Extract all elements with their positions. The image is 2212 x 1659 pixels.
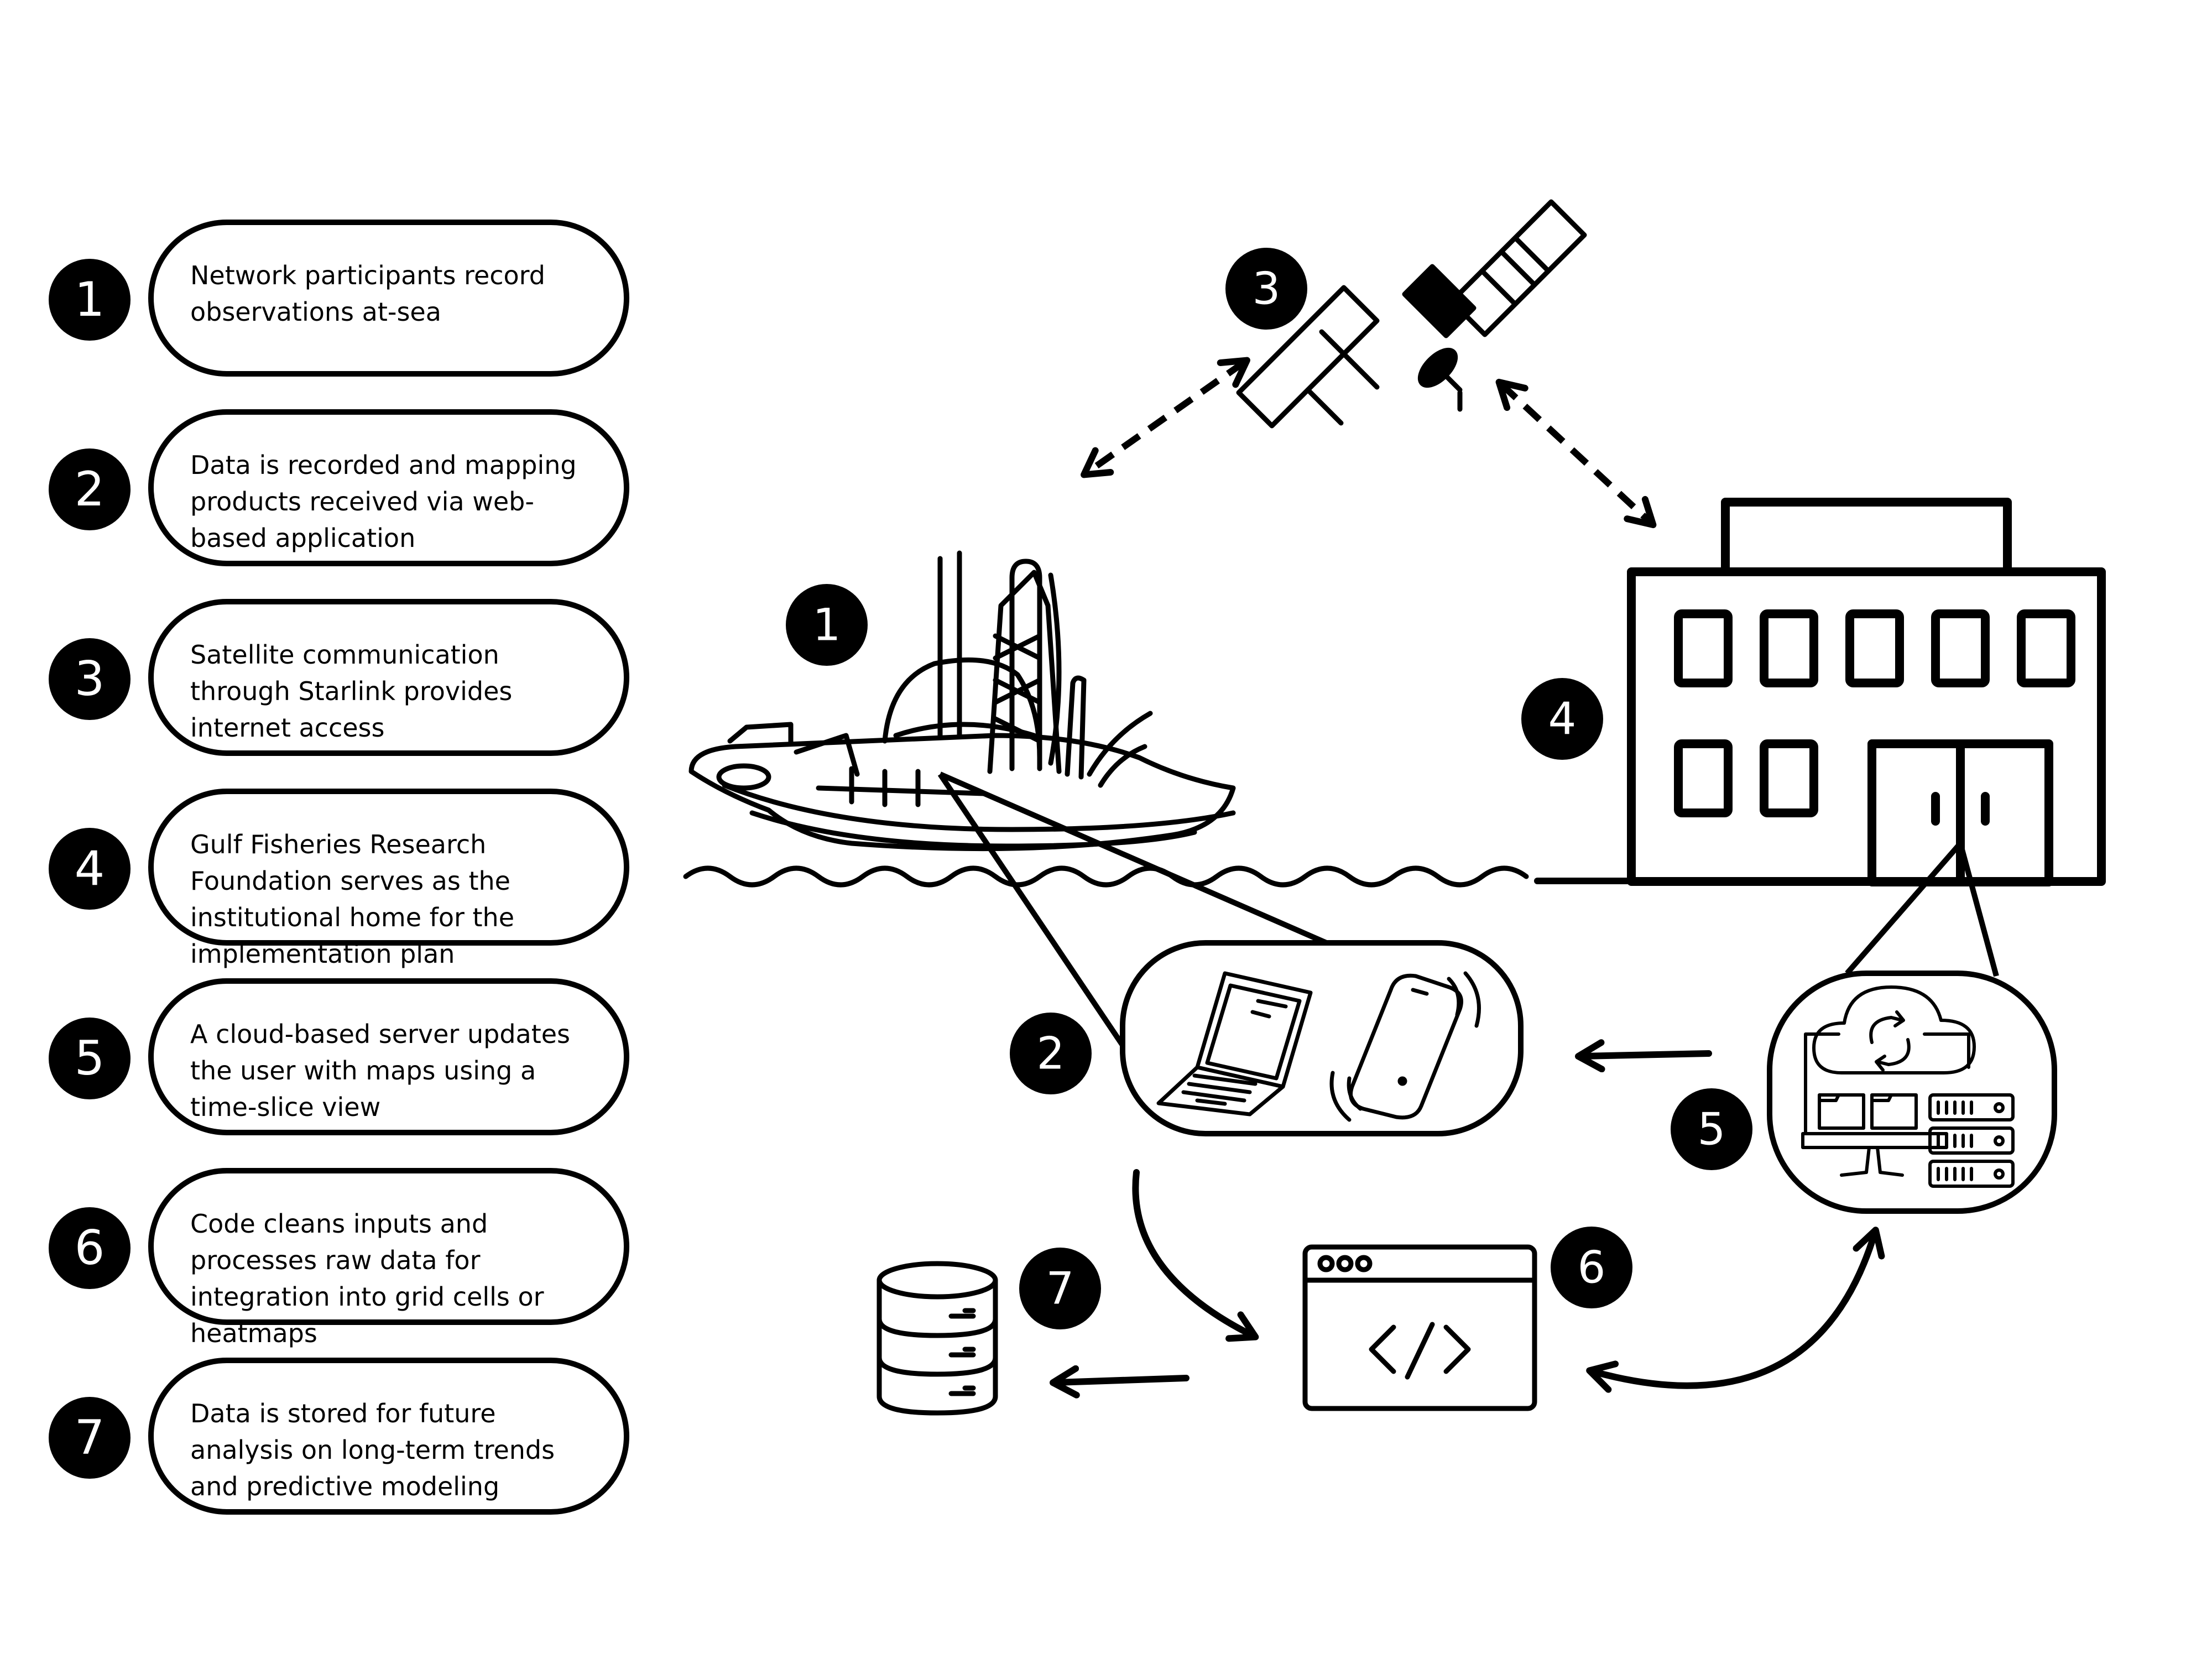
step-description-pill: Satellite communication through Starlink… bbox=[148, 599, 629, 756]
cloud-server-number-badge: 5 bbox=[1671, 1088, 1752, 1170]
step-description-pill: Gulf Fisheries Research Foundation serve… bbox=[148, 789, 629, 969]
database-icon bbox=[877, 1261, 998, 1416]
water-waves bbox=[683, 865, 1529, 888]
legend-panel: 1 Network participants record observatio… bbox=[0, 0, 664, 1659]
devices-number-badge: 2 bbox=[1010, 1013, 1092, 1094]
step-description-pill: Data is recorded and mapping products re… bbox=[148, 409, 629, 566]
step-description: Data is recorded and mapping products re… bbox=[190, 450, 577, 553]
boat-link-line bbox=[937, 773, 1131, 1055]
legend-item-3: 3 Satellite communication through Starli… bbox=[49, 599, 646, 759]
building-icon bbox=[1627, 498, 2106, 886]
arrow-code-to-database bbox=[1050, 1365, 1190, 1399]
legend-item-6: 6 Code cleans inputs and processes raw d… bbox=[49, 1168, 646, 1348]
building-number-badge: 4 bbox=[1521, 678, 1603, 760]
arrow-devices-to-code bbox=[1132, 1169, 1259, 1342]
code-number-badge: 6 bbox=[1551, 1227, 1632, 1308]
step-number-badge: 3 bbox=[49, 638, 131, 720]
fishing-boat-icon bbox=[688, 550, 1236, 852]
building-link-line bbox=[1845, 841, 1963, 975]
legend-item-7: 7 Data is stored for future analysis on … bbox=[49, 1358, 646, 1518]
step-description: Data is stored for future analysis on lo… bbox=[190, 1399, 555, 1501]
step-description-pill: Code cleans inputs and processes raw dat… bbox=[148, 1168, 629, 1348]
svg-text:5: 5 bbox=[1698, 1104, 1726, 1155]
satellite-link-arrow-boat bbox=[1081, 357, 1250, 478]
svg-text:2: 2 bbox=[1037, 1028, 1065, 1079]
svg-text:7: 7 bbox=[1046, 1263, 1074, 1314]
boat-link-line bbox=[938, 771, 1334, 948]
legend-item-5: 5 A cloud-based server updates the user … bbox=[49, 978, 646, 1139]
step-number-badge: 7 bbox=[49, 1397, 131, 1479]
step-number-badge: 5 bbox=[49, 1018, 131, 1099]
building-link-line bbox=[1958, 842, 1999, 977]
step-number-badge: 4 bbox=[49, 828, 131, 910]
arrow-code-to-server bbox=[1586, 1227, 1885, 1393]
step-description: Code cleans inputs and processes raw dat… bbox=[190, 1209, 544, 1348]
step-description: Gulf Fisheries Research Foundation serve… bbox=[190, 830, 515, 969]
svg-text:3: 3 bbox=[1253, 263, 1281, 315]
step-number-badge: 6 bbox=[49, 1207, 131, 1289]
svg-text:4: 4 bbox=[1548, 693, 1577, 745]
boat-number-badge: 1 bbox=[786, 584, 868, 666]
step-description-pill: Data is stored for future analysis on lo… bbox=[148, 1358, 629, 1515]
step-description: Satellite communication through Starlink… bbox=[190, 640, 513, 743]
code-window-icon bbox=[1302, 1244, 1537, 1411]
step-description: A cloud-based server updates the user wi… bbox=[190, 1019, 571, 1122]
arrow-server-to-devices bbox=[1575, 1039, 1712, 1073]
step-description: Network participants record observations… bbox=[190, 260, 545, 327]
satellite-number-badge: 3 bbox=[1225, 248, 1307, 330]
legend-item-1: 1 Network participants record observatio… bbox=[49, 220, 646, 380]
step-number-badge: 2 bbox=[49, 448, 131, 530]
legend-item-4: 4 Gulf Fisheries Research Foundation ser… bbox=[49, 789, 646, 969]
svg-text:6: 6 bbox=[1578, 1242, 1606, 1293]
satellite-link-arrow-building bbox=[1495, 378, 1657, 529]
svg-text:1: 1 bbox=[813, 599, 841, 651]
step-description-pill: A cloud-based server updates the user wi… bbox=[148, 978, 629, 1135]
laptop-phone-icon bbox=[1156, 971, 1481, 1122]
step-number-badge: 1 bbox=[49, 259, 131, 341]
step-description-pill: Network participants record observations… bbox=[148, 220, 629, 377]
database-number-badge: 7 bbox=[1019, 1248, 1101, 1329]
cloud-server-icon bbox=[1801, 985, 2015, 1188]
legend-item-2: 2 Data is recorded and mapping products … bbox=[49, 409, 646, 570]
